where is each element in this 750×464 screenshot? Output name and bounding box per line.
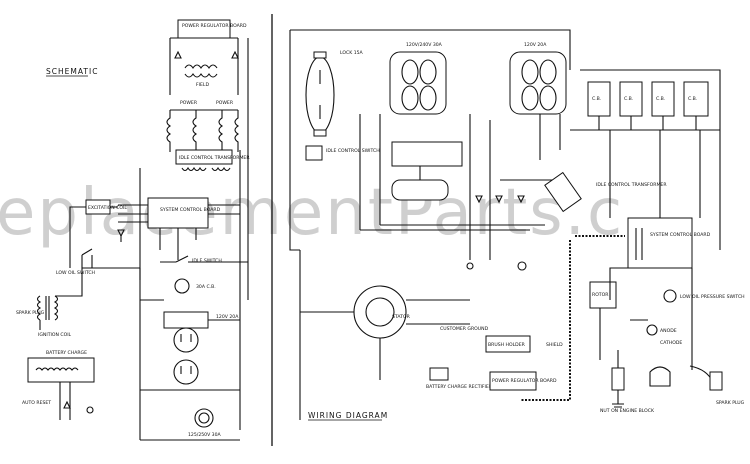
stator: STATOR [300,285,470,380]
svg-text:C.B.: C.B. [624,96,633,102]
schematic-title: SCHEMATIC [46,67,98,76]
svg-text:125/250V 30A: 125/250V 30A [188,432,222,438]
low-oil-pressure-switch: LOW OIL PRESSURE SWITCH [663,289,745,303]
idle-switch: IDLE SWITCH [160,255,248,264]
svg-text:C.B.: C.B. [656,96,665,102]
anode-cathode: ANODE CATHODE [646,324,682,346]
brush-holder: BRUSH HOLDER [485,335,531,353]
svg-text:SYSTEM CONTROL BOARD: SYSTEM CONTROL BOARD [650,232,711,238]
svg-text:SYSTEM CONTROL BOARD: SYSTEM CONTROL BOARD [160,207,221,213]
duplex-receptacle-left: 120V/240V 30A [389,42,447,115]
idle-control-transformer-wiring: IDLE CONTROL TRANSFORMER [544,171,667,213]
system-control-board-wiring: SYSTEM CONTROL BOARD [627,217,711,269]
svg-text:IDLE CONTROL TRANSFORMER: IDLE CONTROL TRANSFORMER [179,155,250,161]
spark-plug: SPARK PLUG [649,365,745,406]
svg-text:SPARK PLUG: SPARK PLUG [16,310,45,316]
svg-text:IDLE CONTROL TRANSFORMER: IDLE CONTROL TRANSFORMER [596,182,667,188]
battery-charge-circuit: BATTERY CHARGE AUTO RESET [22,350,95,420]
ignition-coil: SPARK PLUG IGNITION COIL [16,268,83,338]
system-control-board-schematic: SYSTEM CONTROL BOARD [118,197,240,260]
svg-text:C.B.: C.B. [688,96,697,102]
schematic-panel: SCHEMATIC POWER REGULATOR BOARD FIELD PO… [16,14,273,446]
svg-text:STATOR: STATOR [392,314,411,320]
svg-text:POWER: POWER [180,100,198,106]
svg-text:EXCITATION COIL: EXCITATION COIL [88,205,127,211]
circuit-breakers: C.B. C.B. C.B. C.B. [570,81,720,131]
svg-text:C.B.: C.B. [592,96,601,102]
svg-text:ROTOR: ROTOR [592,292,609,298]
idle-control-transformer: IDLE CONTROL TRANSFORMER [175,149,250,172]
svg-text:SPARK PLUG: SPARK PLUG [716,400,745,406]
schematic-receptacle-125v: 125/250V 30A [188,408,222,438]
svg-text:BATTERY CHARGE: BATTERY CHARGE [46,350,87,356]
idle-control-switch: IDLE CONTROL SWITCH [305,145,380,161]
svg-text:LOW OIL PRESSURE SWITCH: LOW OIL PRESSURE SWITCH [680,294,745,300]
svg-text:IDLE CONTROL SWITCH: IDLE CONTROL SWITCH [326,148,380,154]
svg-text:CUSTOMER GROUND: CUSTOMER GROUND [440,326,489,332]
low-oil-switch: LOW OIL SWITCH [56,248,141,280]
power-regulator-board-wiring: POWER REGULATOR BOARD [489,371,557,391]
duplex-receptacle-right: 120V 20A [509,42,567,115]
field-label: FIELD [196,82,209,88]
svg-text:IDLE SWITCH: IDLE SWITCH [192,258,222,264]
shielded-harness [520,235,625,401]
svg-text:POWER: POWER [216,100,234,106]
svg-text:POWER REGULATOR BOARD: POWER REGULATOR BOARD [182,23,247,29]
svg-text:IGNITION COIL: IGNITION COIL [38,332,72,338]
svg-text:LOW OIL SWITCH: LOW OIL SWITCH [56,270,95,276]
svg-text:SHIELD: SHIELD [546,342,563,348]
customer-ground: CUSTOMER GROUND [440,326,489,332]
schematic-receptacle-120v: 120V 20A [163,311,239,385]
schematic-breaker: 30A C.B. [174,278,216,294]
svg-text:120V 20A: 120V 20A [216,314,239,320]
svg-text:ANODE: ANODE [660,328,677,334]
svg-text:30A C.B.: 30A C.B. [196,284,216,290]
wiring-title: WIRING DIAGRAM [308,411,388,420]
power-regulator-board: POWER REGULATOR BOARD FIELD [169,19,247,95]
lock-receptacle-15a: LOCK 15A [305,50,364,137]
connector-block [391,141,463,201]
svg-text:POWER REGULATOR BOARD: POWER REGULATOR BOARD [492,378,557,384]
svg-text:LOCK 15A: LOCK 15A [340,50,364,56]
svg-text:AUTO RESET: AUTO RESET [22,400,51,406]
engine-ground-block: NUT ON ENGINE BLOCK [600,367,655,414]
battery-charge-rectifier: BATTERY CHARGE RECTIFIER [426,367,493,390]
svg-text:BATTERY CHARGE RECTIFIER: BATTERY CHARGE RECTIFIER [426,384,493,390]
svg-text:NUT ON ENGINE BLOCK: NUT ON ENGINE BLOCK [600,408,655,414]
power-windings: POWER POWER [166,100,239,152]
rotor-connector: ROTOR [589,281,617,309]
svg-text:120V 20A: 120V 20A [524,42,547,48]
shield-label: SHIELD [546,342,563,348]
svg-text:BRUSH HOLDER: BRUSH HOLDER [488,342,526,348]
wiring-panel: WIRING DIAGRAM LOCK 15A 120V/240V 30A [289,29,745,421]
excitation-coil: EXCITATION COIL [69,199,127,268]
svg-text:CATHODE: CATHODE [660,340,682,346]
svg-text:120V/240V 30A: 120V/240V 30A [406,42,443,48]
schematic-bus-lines [139,38,249,440]
